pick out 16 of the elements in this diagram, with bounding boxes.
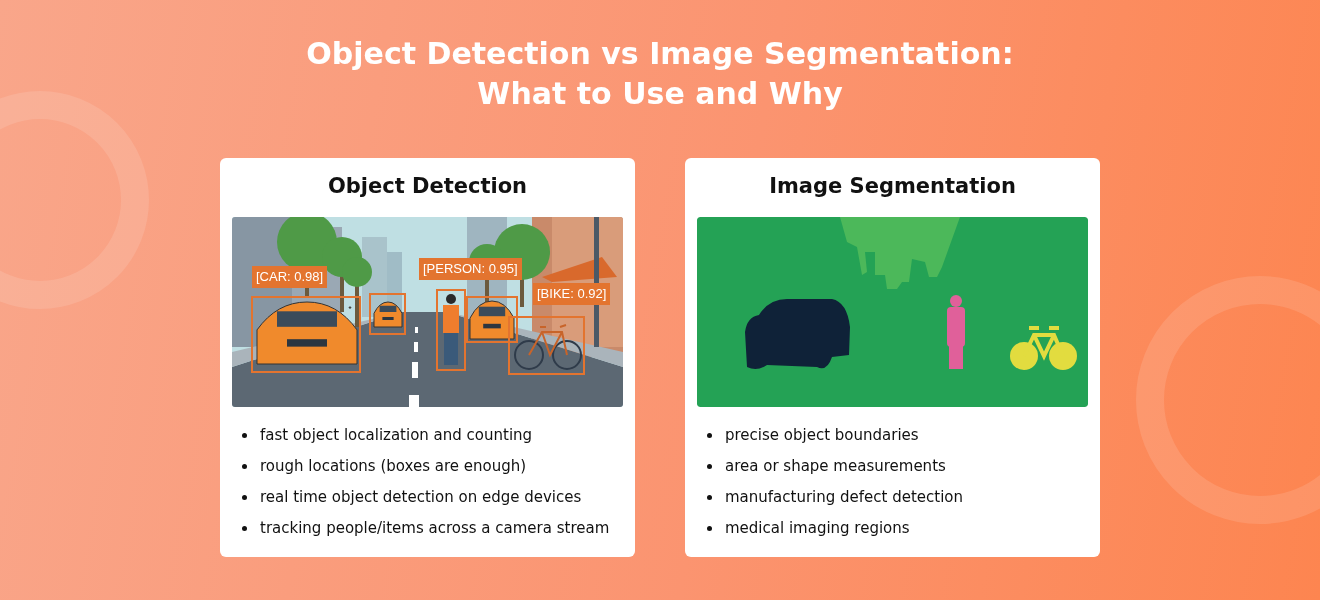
title: Object Detection vs Image Segmentation: What to Use and Why [305,35,1015,113]
bullet-text: area or shape measurements [725,456,946,477]
card-heading: Object Detection [326,174,529,198]
bullet-text: manufacturing defect detection [725,487,964,508]
bullet-text: precise object boundaries [725,425,919,446]
card [685,158,1100,557]
card [220,158,635,557]
bullet-text: fast object localization and counting [260,425,533,446]
bullet-text: rough locations (boxes are enough) [260,456,527,477]
bullet-text: medical imaging regions [725,518,910,539]
detection-label: [CAR: 0.98] [252,266,328,288]
card-heading: Image Segmentation [768,174,1017,198]
detection-label: [BIKE: 0.92] [533,283,611,305]
bullet-text: real time object detection on edge devices [260,487,582,508]
detection-label: [PERSON: 0.95] [419,258,522,280]
bullet-text: tracking people/items across a camera stream [260,518,610,539]
